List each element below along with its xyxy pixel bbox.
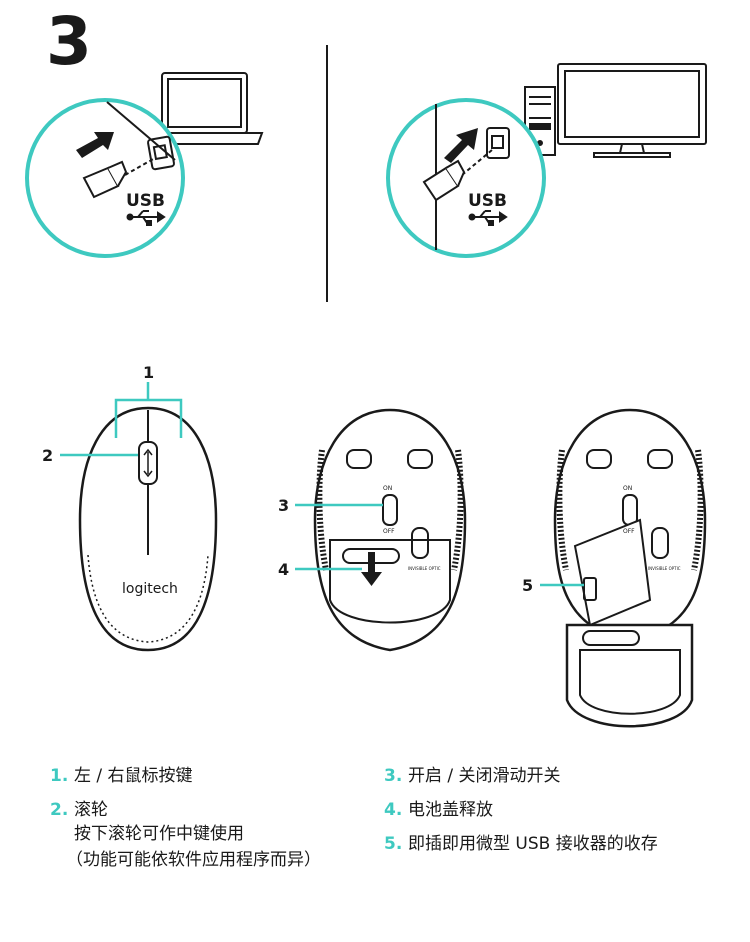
right-arrow-icon (444, 128, 478, 163)
legend-item-3: 3. 开启 / 关闭滑动开关 (384, 765, 658, 787)
illustration: USB USB (25, 45, 707, 728)
legend-left: 1. 左 / 右鼠标按键 2. 滚轮 按下滚轮可作中键使用 （功能可能依软件应用… (50, 765, 321, 871)
monitor-icon (557, 63, 707, 158)
legend-num-3: 3. (384, 766, 403, 786)
callout-1-lines (114, 382, 183, 438)
callout-4: 4 (278, 560, 289, 579)
legend-right: 3. 开启 / 关闭滑动开关 4. 电池盖释放 5. 即插即用微型 USB 接收… (384, 765, 658, 867)
legend-text-5: 即插即用微型 USB 接收器的收存 (408, 834, 658, 854)
release-arrow-icon (361, 552, 382, 586)
left-arrow-icon (76, 132, 114, 158)
right-zoom-circle (386, 98, 546, 258)
step-number: 3 (46, 3, 92, 80)
usb-label-right: USB (468, 191, 507, 211)
right-receiver-icon (422, 159, 466, 202)
mouse-top-view (78, 406, 218, 652)
legend-item-1: 1. 左 / 右鼠标按键 (50, 765, 321, 787)
switch-off-label-1: OFF (383, 528, 395, 535)
legend-text-1: 左 / 右鼠标按键 (74, 766, 193, 786)
legend-sub-2a: 按下滚轮可作中键使用 (74, 824, 244, 844)
usb-label-left: USB (126, 191, 165, 211)
legend-text-2: 滚轮 (74, 800, 108, 820)
legend-num-1: 1. (50, 766, 69, 786)
legend-num-2: 2. (50, 800, 69, 820)
brand-logo: logitech (122, 581, 178, 597)
switch-on-label-1: ON (383, 485, 392, 492)
laptop-icon (146, 72, 264, 145)
switch-on-label-2: ON (623, 485, 632, 492)
callout-5: 5 (522, 576, 533, 595)
left-port-area (106, 101, 176, 176)
sensor-label-1: INVISIBLE OPTIC (408, 566, 441, 571)
usb-symbol-left-icon (126, 210, 166, 226)
legend-item-5: 5. 即插即用微型 USB 接收器的收存 (384, 833, 658, 855)
legend-num-5: 5. (384, 834, 403, 854)
legend-sub-2b: （功能可能依软件应用程序而异） (66, 850, 321, 870)
callout-2: 2 (42, 446, 53, 465)
sensor-label-2: INVISIBLE OPTIC (648, 566, 681, 571)
legend-item-2: 2. 滚轮 (50, 799, 321, 821)
usb-symbol-right-icon (468, 210, 508, 226)
mouse-open-view (553, 408, 707, 728)
left-receiver-icon (82, 160, 128, 199)
legend-num-4: 4. (384, 800, 403, 820)
callout-1: 1 (143, 363, 154, 382)
switch-off-label-2: OFF (623, 528, 635, 535)
legend-text-4: 电池盖释放 (408, 800, 493, 820)
callout-3: 3 (278, 496, 289, 515)
legend-text-3: 开启 / 关闭滑动开关 (408, 766, 561, 786)
legend-item-4: 4. 电池盖释放 (384, 799, 658, 821)
tower-icon (524, 86, 556, 156)
